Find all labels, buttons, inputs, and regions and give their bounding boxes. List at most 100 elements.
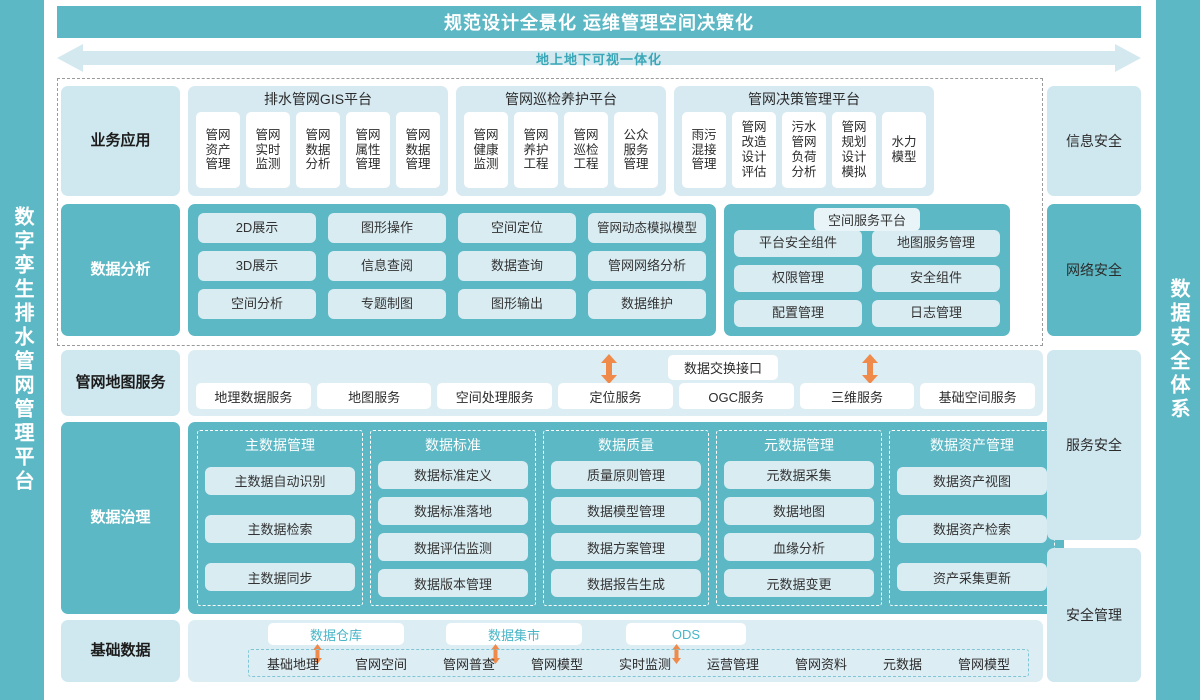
platform-gis[interactable]: 排水管网GIS平台 管网资产管理管网实时监测管网数据分析管网属性管理管网数据管理 — [188, 86, 448, 196]
basic-data-chip[interactable]: 官网空间 — [354, 656, 407, 672]
analysis-chip[interactable]: 空间定位 — [458, 213, 576, 243]
app-chip[interactable]: 管网实时监测 — [246, 111, 290, 188]
platform-inspection[interactable]: 管网巡检养护平台 管网健康监测管网养护工程管网巡检工程公众服务管理 — [456, 86, 666, 196]
app-chip[interactable]: 污水管网负荷分析 — [782, 111, 826, 188]
governance-chip[interactable]: 数据标准落地 — [378, 496, 528, 525]
analysis-chip[interactable]: 数据维护 — [588, 289, 706, 319]
app-chip[interactable]: 管网数据分析 — [296, 111, 340, 188]
app-chip[interactable]: 水力模型 — [882, 111, 926, 188]
analysis-chip[interactable]: 2D展示 — [198, 213, 316, 243]
app-chip[interactable]: 公众服务管理 — [614, 111, 658, 188]
map-service-chip[interactable]: OGC服务 — [678, 383, 794, 409]
spatial-service-chip[interactable]: 地图服务管理 — [872, 230, 1000, 257]
spatial-service-chip[interactable]: 安全组件 — [872, 265, 1000, 292]
basic-data-chip[interactable]: 运营管理 — [706, 656, 759, 672]
app-chip[interactable]: 管网改造设计评估 — [732, 111, 776, 188]
basic-data-chip[interactable]: 管网资料 — [794, 656, 847, 672]
governance-chip[interactable]: 数据资产检索 — [897, 514, 1047, 543]
governance-chip[interactable]: 数据地图 — [724, 496, 874, 525]
basic-data-chip[interactable]: 管网普查 — [442, 656, 495, 672]
governance-chip[interactable]: 主数据自动识别 — [205, 466, 355, 495]
spatial-service-column: 平台安全组件权限管理配置管理 — [734, 230, 862, 327]
governance-chip[interactable]: 数据方案管理 — [551, 533, 701, 562]
app-chip[interactable]: 管网资产管理 — [196, 111, 240, 188]
governance-chip[interactable]: 数据报告生成 — [551, 569, 701, 598]
security-box[interactable]: 信息安全 — [1047, 86, 1141, 196]
analysis-chip[interactable]: 管网网络分析 — [588, 251, 706, 281]
map-service-chip[interactable]: 空间处理服务 — [437, 383, 553, 409]
analysis-chip[interactable]: 信息查阅 — [328, 251, 446, 281]
governance-items: 质量原则管理数据模型管理数据方案管理数据报告生成 — [551, 460, 701, 598]
app-chip[interactable]: 管网巡检工程 — [564, 111, 608, 188]
platform-decision[interactable]: 管网决策管理平台 雨污混接管理管网改造设计评估污水管网负荷分析管网规划设计模拟水… — [674, 86, 934, 196]
governance-chip[interactable]: 数据版本管理 — [378, 569, 528, 598]
analysis-chip[interactable]: 图形操作 — [328, 213, 446, 243]
governance-column: 数据标准数据标准定义数据标准落地数据评估监测数据版本管理 — [370, 430, 536, 606]
basic-data-tag[interactable]: 数据集市 — [446, 623, 582, 645]
analysis-chip[interactable]: 3D展示 — [198, 251, 316, 281]
basic-data-chip[interactable]: 元数据 — [882, 656, 922, 672]
governance-chip[interactable]: 元数据变更 — [724, 569, 874, 598]
governance-column-title: 数据标准 — [425, 437, 481, 453]
governance-chip[interactable]: 数据资产视图 — [897, 466, 1047, 495]
app-chip[interactable]: 雨污混接管理 — [682, 111, 726, 188]
governance-column: 数据资产管理数据资产视图数据资产检索资产采集更新 — [889, 430, 1055, 606]
analysis-column: 空间定位数据查询图形输出 — [458, 213, 576, 327]
governance-column-title: 数据资产管理 — [930, 437, 1014, 453]
map-service-chip[interactable]: 地图服务 — [316, 383, 432, 409]
analysis-column: 2D展示 3D展示空间分析 — [198, 213, 316, 327]
security-box[interactable]: 网络安全 — [1047, 204, 1141, 336]
basic-data-tags: 数据仓库 数据集市 ODS — [188, 623, 1043, 647]
basic-data-chip[interactable]: 管网模型 — [530, 656, 583, 672]
row-label-basic-data: 基础数据 — [61, 620, 180, 682]
app-chip[interactable]: 管网属性管理 — [346, 111, 390, 188]
map-service-chip[interactable]: 基础空间服务 — [920, 383, 1036, 409]
app-chip[interactable]: 管网规划设计模拟 — [832, 111, 876, 188]
governance-column: 数据质量质量原则管理数据模型管理数据方案管理数据报告生成 — [543, 430, 709, 606]
spatial-service-chip[interactable]: 权限管理 — [734, 265, 862, 292]
basic-data-chip[interactable]: 管网模型 — [957, 656, 1010, 672]
governance-chip[interactable]: 质量原则管理 — [551, 460, 701, 489]
analysis-chip[interactable]: 管网动态模拟模型 — [588, 213, 706, 243]
row-basic-data: 基础数据 数据仓库 数据集市 ODS 基础地理 官网空间 管网普查 管网模型 实时监测 运营管… — [61, 620, 1043, 682]
security-box[interactable]: 安全管理 — [1047, 548, 1141, 682]
analysis-chip[interactable]: 专题制图 — [328, 289, 446, 319]
map-service-chip[interactable]: 定位服务 — [558, 383, 673, 409]
governance-chip[interactable]: 数据标准定义 — [378, 460, 528, 489]
spatial-service-columns: 平台安全组件权限管理配置管理地图服务管理安全组件日志管理 — [734, 230, 1000, 327]
governance-column: 元数据管理元数据采集数据地图血缘分析元数据变更 — [716, 430, 882, 606]
map-service-chip[interactable]: 地理数据服务 — [196, 383, 311, 409]
platform-gis-title: 排水管网GIS平台 — [263, 91, 373, 107]
spatial-service-chip[interactable]: 平台安全组件 — [734, 230, 862, 257]
map-service-chip[interactable]: 三维服务 — [799, 383, 915, 409]
right-rail: 数据安全体系 — [1156, 0, 1200, 700]
spatial-service-chip[interactable]: 日志管理 — [872, 300, 1000, 327]
governance-chip[interactable]: 血缘分析 — [724, 533, 874, 562]
row-data-governance: 数据治理 主数据管理主数据自动识别主数据检索主数据同步数据标准数据标准定义数据标… — [61, 422, 1064, 614]
governance-chip[interactable]: 资产采集更新 — [897, 563, 1047, 592]
governance-items: 主数据自动识别主数据检索主数据同步 — [205, 460, 355, 598]
governance-chip[interactable]: 主数据同步 — [205, 563, 355, 592]
basic-data-chip[interactable]: 基础地理 — [266, 656, 319, 672]
spatial-service-column: 地图服务管理安全组件日志管理 — [872, 230, 1000, 327]
app-chip[interactable]: 管网健康监测 — [464, 111, 508, 188]
data-exchange-interface[interactable]: 数据交换接口 — [668, 355, 779, 380]
analysis-chip[interactable]: 数据查询 — [458, 251, 576, 281]
app-chip[interactable]: 管网养护工程 — [514, 111, 558, 188]
basic-data-chip[interactable]: 实时监测 — [618, 656, 671, 672]
app-chip[interactable]: 管网数据管理 — [396, 111, 440, 188]
governance-chip[interactable]: 数据评估监测 — [378, 533, 528, 562]
basic-data-tag[interactable]: ODS — [626, 623, 746, 645]
analysis-chip[interactable]: 空间分析 — [198, 289, 316, 319]
platform-inspection-title: 管网巡检养护平台 — [505, 91, 617, 107]
spatial-service-chip[interactable]: 配置管理 — [734, 300, 862, 327]
security-box[interactable]: 服务安全 — [1047, 350, 1141, 540]
platform-decision-title: 管网决策管理平台 — [748, 91, 860, 107]
analysis-chip[interactable]: 图形输出 — [458, 289, 576, 319]
right-rail-label: 数据安全体系 — [1167, 278, 1189, 422]
spatial-service-platform: 空间服务平台 平台安全组件权限管理配置管理地图服务管理安全组件日志管理 — [724, 204, 1010, 336]
basic-data-tag[interactable]: 数据仓库 — [268, 623, 404, 645]
governance-chip[interactable]: 主数据检索 — [205, 514, 355, 543]
governance-chip[interactable]: 元数据采集 — [724, 460, 874, 489]
governance-chip[interactable]: 数据模型管理 — [551, 496, 701, 525]
